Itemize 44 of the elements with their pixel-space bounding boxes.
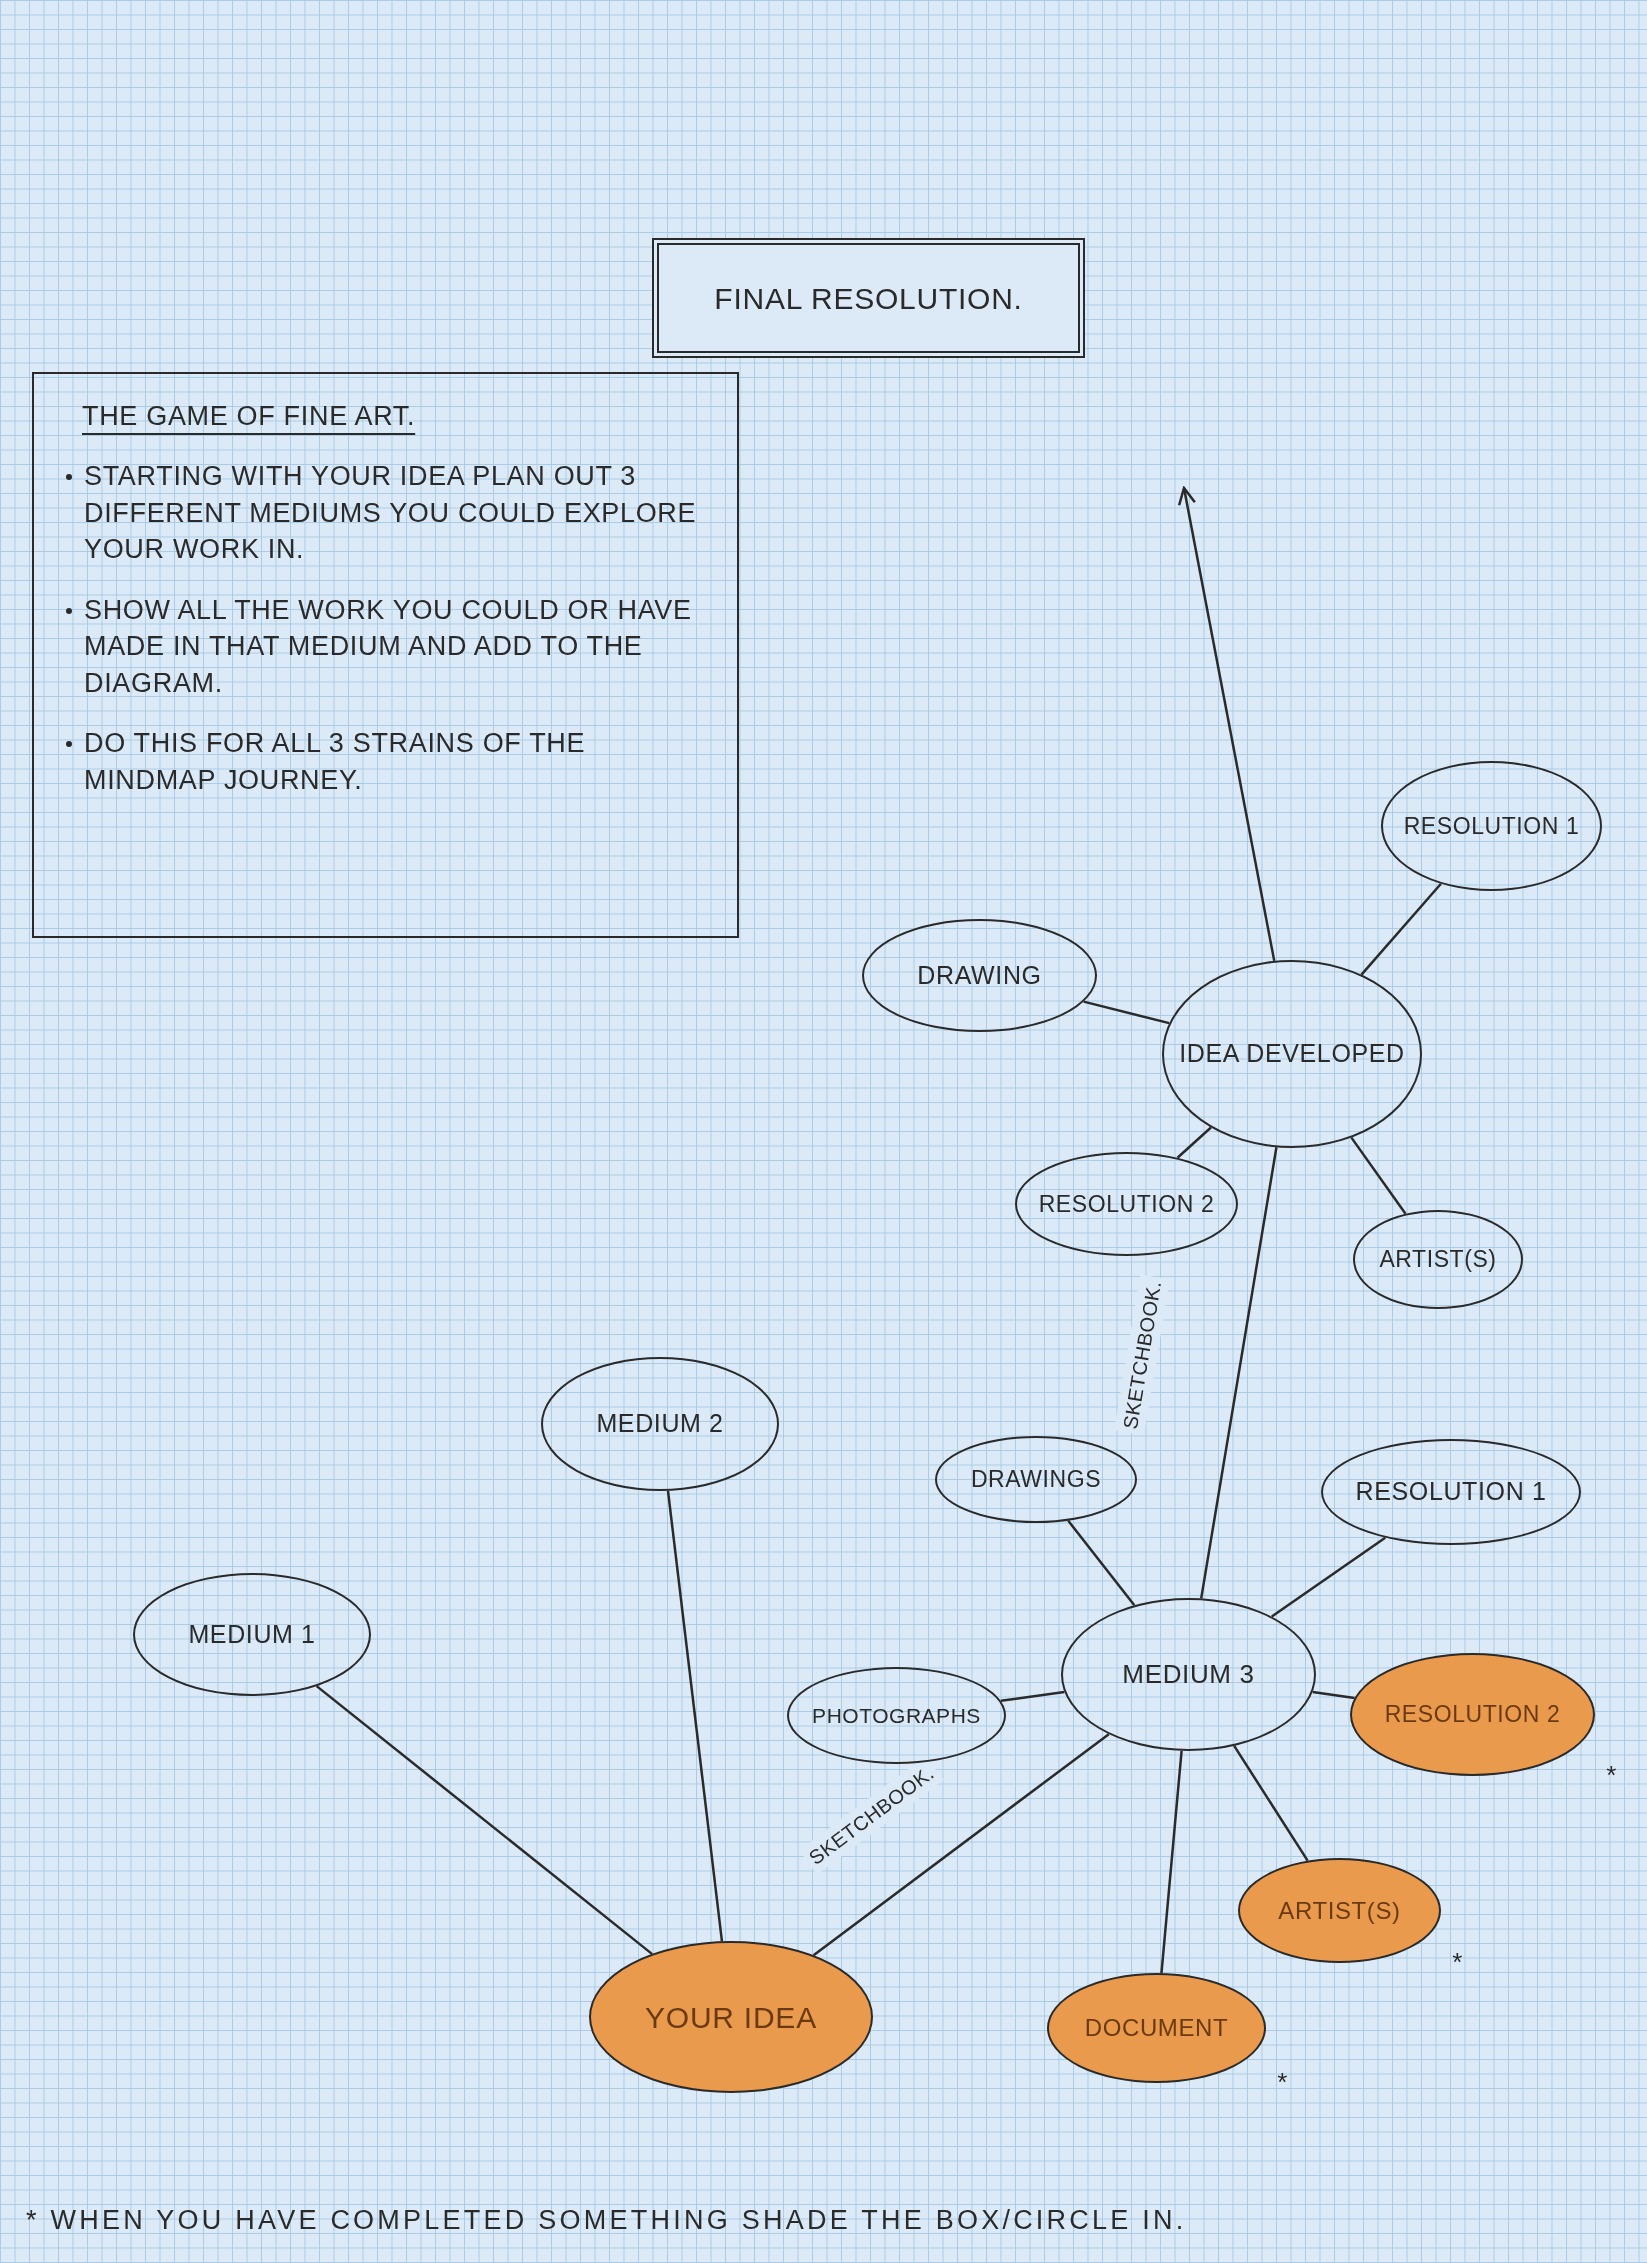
arrow <box>1177 486 1276 962</box>
ellipse-node <box>1321 1439 1581 1545</box>
node-label: PHOTOGRAPHS <box>812 1702 981 1729</box>
ellipse-node <box>133 1573 371 1696</box>
ellipse-node <box>862 919 1097 1032</box>
connector-line <box>315 1685 653 1955</box>
asterisk-mark: * <box>1452 1949 1463 1975</box>
instruction-text: STARTING WITH YOUR IDEA PLAN OUT 3 DIFFERENT MEDIUMS YOU COULD EXPLORE YOUR WORK IN. <box>84 460 698 567</box>
ellipse-node <box>935 1436 1137 1523</box>
ellipse-node <box>1061 1598 1316 1751</box>
ellipse-node <box>541 1357 779 1491</box>
node-label: IDEA DEVELOPED <box>1179 1038 1405 1070</box>
ellipse-node <box>1353 1210 1523 1309</box>
node-label: RESOLUTION 1 <box>1355 1476 1547 1508</box>
node-label: YOUR IDEA <box>645 1999 817 2036</box>
ellipse-node <box>787 1667 1006 1764</box>
footnote: * WHEN YOU HAVE COMPLETED SOMETHING SHADE THE BOX/CIRCLE IN. <box>26 2204 1187 2237</box>
node-label: RESOLUTION 1 <box>1403 811 1580 841</box>
node-label: RESOLUTION 2 <box>1038 1189 1215 1219</box>
node-label: MEDIUM 2 <box>596 1408 724 1440</box>
instruction-text: DO THIS FOR ALL 3 STRAINS OF THE MINDMAP JOURNEY. <box>84 727 587 797</box>
ellipse-node <box>1162 960 1422 1148</box>
connector-line <box>1176 1126 1212 1159</box>
connector-line <box>1350 1136 1407 1215</box>
node-label: ARTIST(S) <box>1278 1895 1401 1926</box>
ellipse-node <box>1015 1152 1238 1256</box>
instruction-panel <box>32 372 739 938</box>
ellipse-node <box>1381 761 1602 891</box>
instruction-text: SHOW ALL THE WORK YOU COULD OR HAVE MADE IN THAT MEDIUM AND ADD TO THE DIAGRAM. <box>84 593 693 700</box>
node-label: DRAWING <box>917 959 1042 991</box>
node-label: MEDIUM 3 <box>1122 1658 1255 1691</box>
connector-line <box>666 1490 724 1942</box>
panel-heading: THE GAME OF FINE ART. <box>82 400 416 433</box>
node-label: MEDIUM 1 <box>188 1618 316 1650</box>
node-label: DRAWINGS <box>970 1465 1102 1495</box>
asterisk-mark: * <box>1606 1762 1617 1788</box>
connector-line <box>1160 1750 1183 1974</box>
node-label: DOCUMENT <box>1084 2013 1229 2043</box>
node-label: RESOLUTION 2 <box>1384 1700 1561 1730</box>
title-box <box>652 238 1085 358</box>
asterisk-mark: * <box>1277 2069 1288 2095</box>
node-label: FINAL RESOLUTION. <box>714 280 1023 317</box>
node-label: ARTIST(S) <box>1379 1245 1497 1275</box>
connector-line <box>1199 1147 1278 1599</box>
